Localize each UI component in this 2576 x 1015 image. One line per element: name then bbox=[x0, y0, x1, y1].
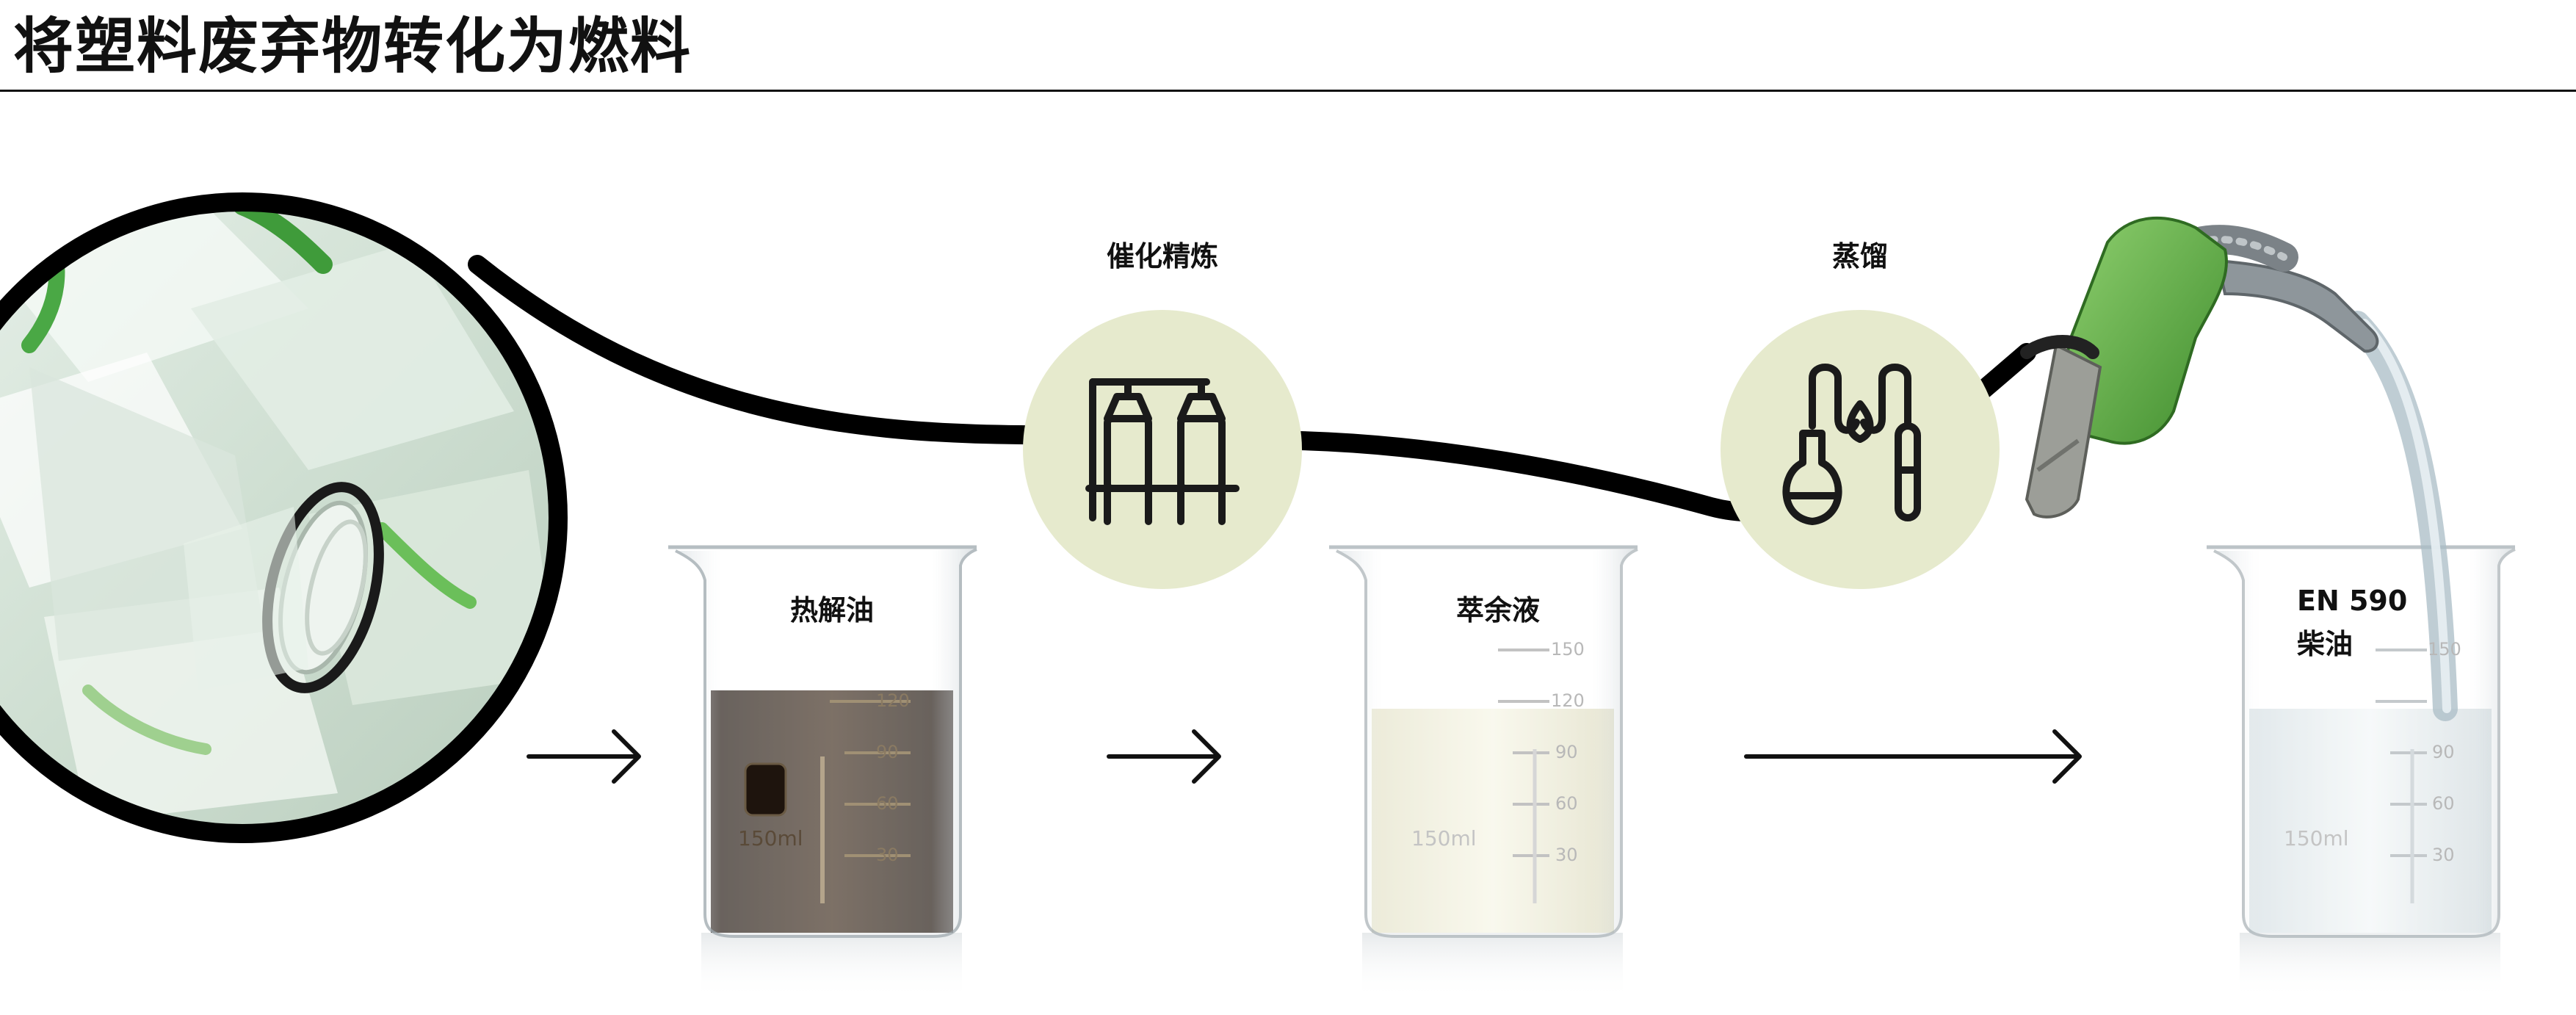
beaker3-volume: 150ml bbox=[2284, 826, 2349, 850]
page-title: 将塑料废弃物转化为燃料 bbox=[13, 12, 692, 82]
beaker1-tick-30: 30 bbox=[876, 845, 899, 865]
arrow-1 bbox=[527, 729, 641, 784]
beaker-label-diesel: 柴油 bbox=[2297, 628, 2354, 660]
beaker2-tick-120: 120 bbox=[1551, 690, 1585, 711]
refining-icon-circle bbox=[1023, 310, 1302, 589]
plastic-waste-image bbox=[0, 202, 558, 834]
beaker-label-raffinate: 萃余液 bbox=[1455, 594, 1541, 626]
beaker1-tick-120: 120 bbox=[876, 690, 910, 711]
beaker3-tick-60: 60 bbox=[2432, 793, 2455, 814]
fuel-nozzle-image bbox=[2020, 216, 2458, 721]
step-label-distillation: 蒸馏 bbox=[1831, 240, 1889, 272]
beaker2-tick-30: 30 bbox=[1555, 845, 1578, 865]
distillation-icon-circle bbox=[1721, 310, 2000, 589]
title-divider bbox=[0, 90, 2576, 92]
beaker1-tick-90: 90 bbox=[876, 742, 899, 762]
beaker3-tick-90: 90 bbox=[2432, 742, 2455, 762]
beaker2-tick-150: 150 bbox=[1551, 639, 1585, 660]
beaker2-tick-90: 90 bbox=[1555, 742, 1578, 762]
beaker2-volume: 150ml bbox=[1411, 826, 1477, 850]
beaker-pyrolysis-oil bbox=[668, 545, 977, 999]
beaker-label-pyrolysis-oil: 热解油 bbox=[789, 594, 875, 626]
arrow-2 bbox=[1107, 729, 1221, 784]
beaker-raffinate bbox=[1329, 545, 1638, 999]
beaker1-volume: 150ml bbox=[738, 826, 803, 850]
beaker3-tick-150: 150 bbox=[2428, 639, 2461, 660]
beaker2-tick-60: 60 bbox=[1555, 793, 1578, 814]
distillation-flask-icon bbox=[1782, 364, 1921, 525]
beaker-label-diesel-standard: EN 590 bbox=[2297, 585, 2408, 617]
refinery-tanks-icon bbox=[1085, 378, 1240, 525]
arrow-3 bbox=[1744, 729, 2082, 784]
step-label-catalytic-refining: 催化精炼 bbox=[1106, 240, 1219, 272]
beaker3-tick-30: 30 bbox=[2432, 845, 2455, 865]
beaker1-tick-60: 60 bbox=[876, 793, 899, 814]
magnifier-ring bbox=[0, 192, 568, 843]
